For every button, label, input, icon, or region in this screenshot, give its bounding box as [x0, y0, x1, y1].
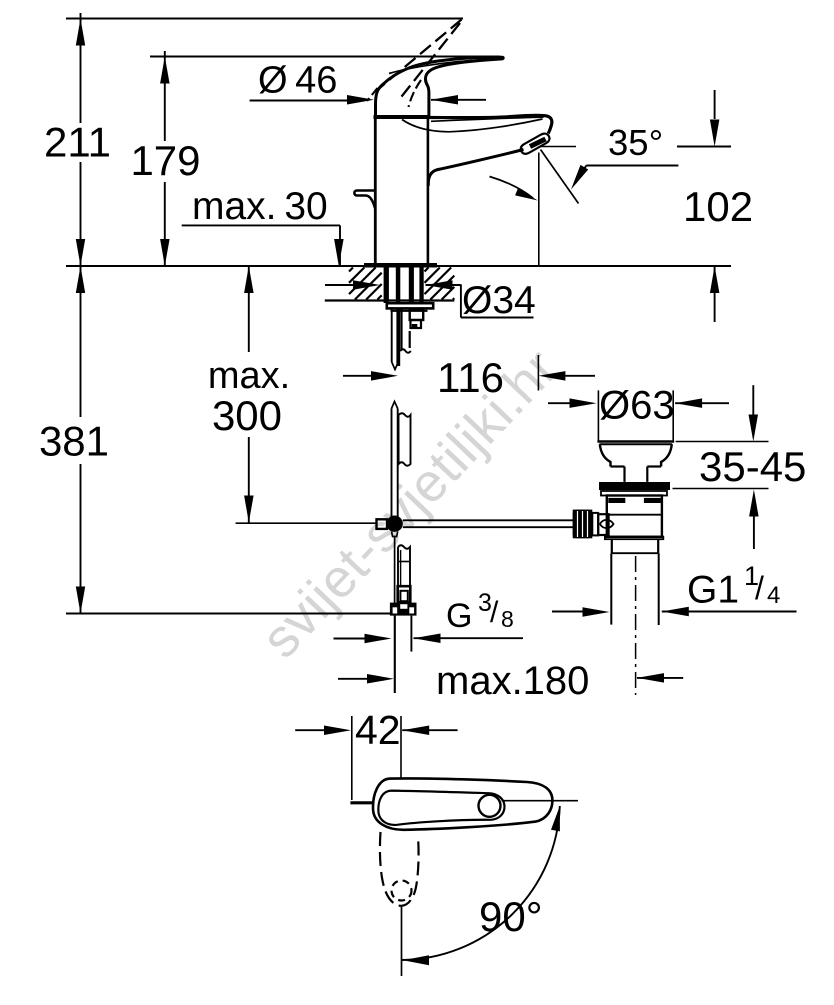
svg-text:35°: 35° [608, 122, 663, 163]
svg-text:381: 381 [39, 418, 109, 465]
svg-text:300: 300 [212, 392, 282, 439]
svg-text:Ø34: Ø34 [462, 279, 536, 322]
svg-text:90°: 90° [479, 893, 543, 940]
svg-text:G1: G1 [687, 569, 739, 612]
svg-text:max. 30: max. 30 [192, 185, 328, 228]
svg-text:42: 42 [355, 707, 401, 753]
svg-text:35-45: 35-45 [699, 443, 806, 490]
svg-text:179: 179 [130, 137, 200, 184]
svg-text:G: G [446, 597, 472, 635]
svg-text:211: 211 [44, 119, 111, 166]
svg-text:4: 4 [767, 582, 780, 609]
svg-text:Ø 46: Ø 46 [258, 60, 337, 102]
svg-text:8: 8 [501, 606, 514, 632]
svg-text:Ø63: Ø63 [599, 384, 675, 428]
svg-text:1: 1 [744, 561, 759, 591]
svg-text:/: / [490, 596, 499, 629]
svg-text:102: 102 [683, 183, 753, 230]
svg-text:max.: max. [208, 355, 290, 397]
svg-text:3: 3 [478, 589, 492, 617]
svg-text:max.180: max.180 [436, 659, 589, 703]
svg-text:116: 116 [437, 354, 504, 401]
svg-text:/: / [755, 570, 764, 606]
